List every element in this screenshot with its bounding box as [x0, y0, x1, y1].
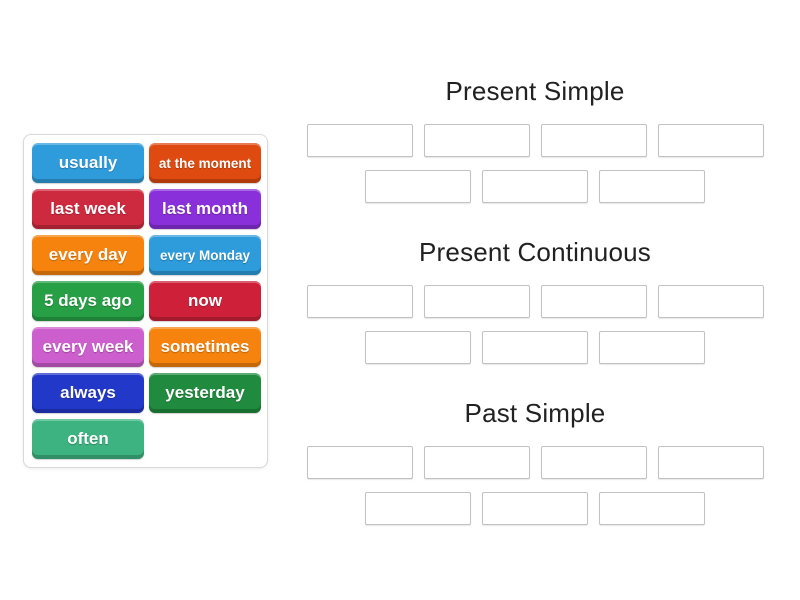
empty-slot[interactable] [482, 492, 588, 525]
word-tile-every-week[interactable]: every week [32, 327, 144, 367]
empty-slot[interactable] [482, 331, 588, 364]
word-tile-label: often [67, 429, 109, 448]
empty-slot[interactable] [365, 331, 471, 364]
empty-slot[interactable] [657, 285, 764, 318]
group-present-simple: Present Simple [300, 72, 770, 203]
word-tile-label: usually [58, 153, 118, 172]
word-tile-usually[interactable]: usually [32, 143, 144, 183]
word-tile-always[interactable]: always [32, 373, 144, 413]
empty-slot[interactable] [306, 446, 413, 479]
empty-slot[interactable] [365, 492, 471, 525]
word-tile-label: always [60, 383, 116, 402]
word-tile-label: 5 days ago [44, 291, 132, 310]
word-tile-every-day[interactable]: every day [32, 235, 144, 275]
empty-slot[interactable] [599, 331, 705, 364]
word-tile-label: yesterday [165, 383, 245, 402]
word-tile-last-week[interactable]: last week [32, 189, 144, 229]
group-past-simple: Past Simple [300, 394, 770, 525]
word-tile-label: every Monday [159, 247, 251, 263]
group-title: Past Simple [464, 398, 606, 428]
word-tile-label: last week [50, 199, 126, 218]
word-bank: usually at the moment last week last month e… [23, 134, 268, 468]
empty-slot[interactable] [599, 492, 705, 525]
word-tile-often[interactable]: often [32, 419, 144, 459]
slot-container [300, 446, 770, 525]
word-tile-now[interactable]: now [149, 281, 261, 321]
word-tile-yesterday[interactable]: yesterday [149, 373, 261, 413]
word-tile-label: now [188, 291, 222, 310]
empty-slot[interactable] [423, 124, 530, 157]
word-tile-label: at the moment [158, 155, 252, 171]
empty-slot[interactable] [306, 285, 413, 318]
empty-slot[interactable] [657, 446, 764, 479]
word-tile-label: every week [42, 337, 134, 356]
empty-slot[interactable] [540, 446, 647, 479]
word-tile-at-the-moment[interactable]: at the moment [149, 143, 261, 183]
empty-slot[interactable] [540, 124, 647, 157]
empty-slot[interactable] [365, 170, 471, 203]
group-present-continuous: Present Continuous [300, 233, 770, 364]
word-tile-last-month[interactable]: last month [149, 189, 261, 229]
word-tile-label: every day [48, 245, 128, 264]
group-title: Present Simple [445, 76, 625, 106]
empty-slot[interactable] [482, 170, 588, 203]
word-tile-label: sometimes [160, 337, 250, 356]
empty-slot[interactable] [540, 285, 647, 318]
word-tile-5-days-ago[interactable]: 5 days ago [32, 281, 144, 321]
empty-slot[interactable] [306, 124, 413, 157]
empty-slot[interactable] [599, 170, 705, 203]
empty-slot[interactable] [657, 124, 764, 157]
empty-slot[interactable] [423, 285, 530, 318]
word-tile-label: last month [162, 199, 248, 218]
word-tile-sometimes[interactable]: sometimes [149, 327, 261, 367]
slot-container [300, 124, 770, 203]
empty-slot[interactable] [423, 446, 530, 479]
slot-container [300, 285, 770, 364]
group-title: Present Continuous [419, 237, 651, 267]
word-tile-every-monday[interactable]: every Monday [149, 235, 261, 275]
